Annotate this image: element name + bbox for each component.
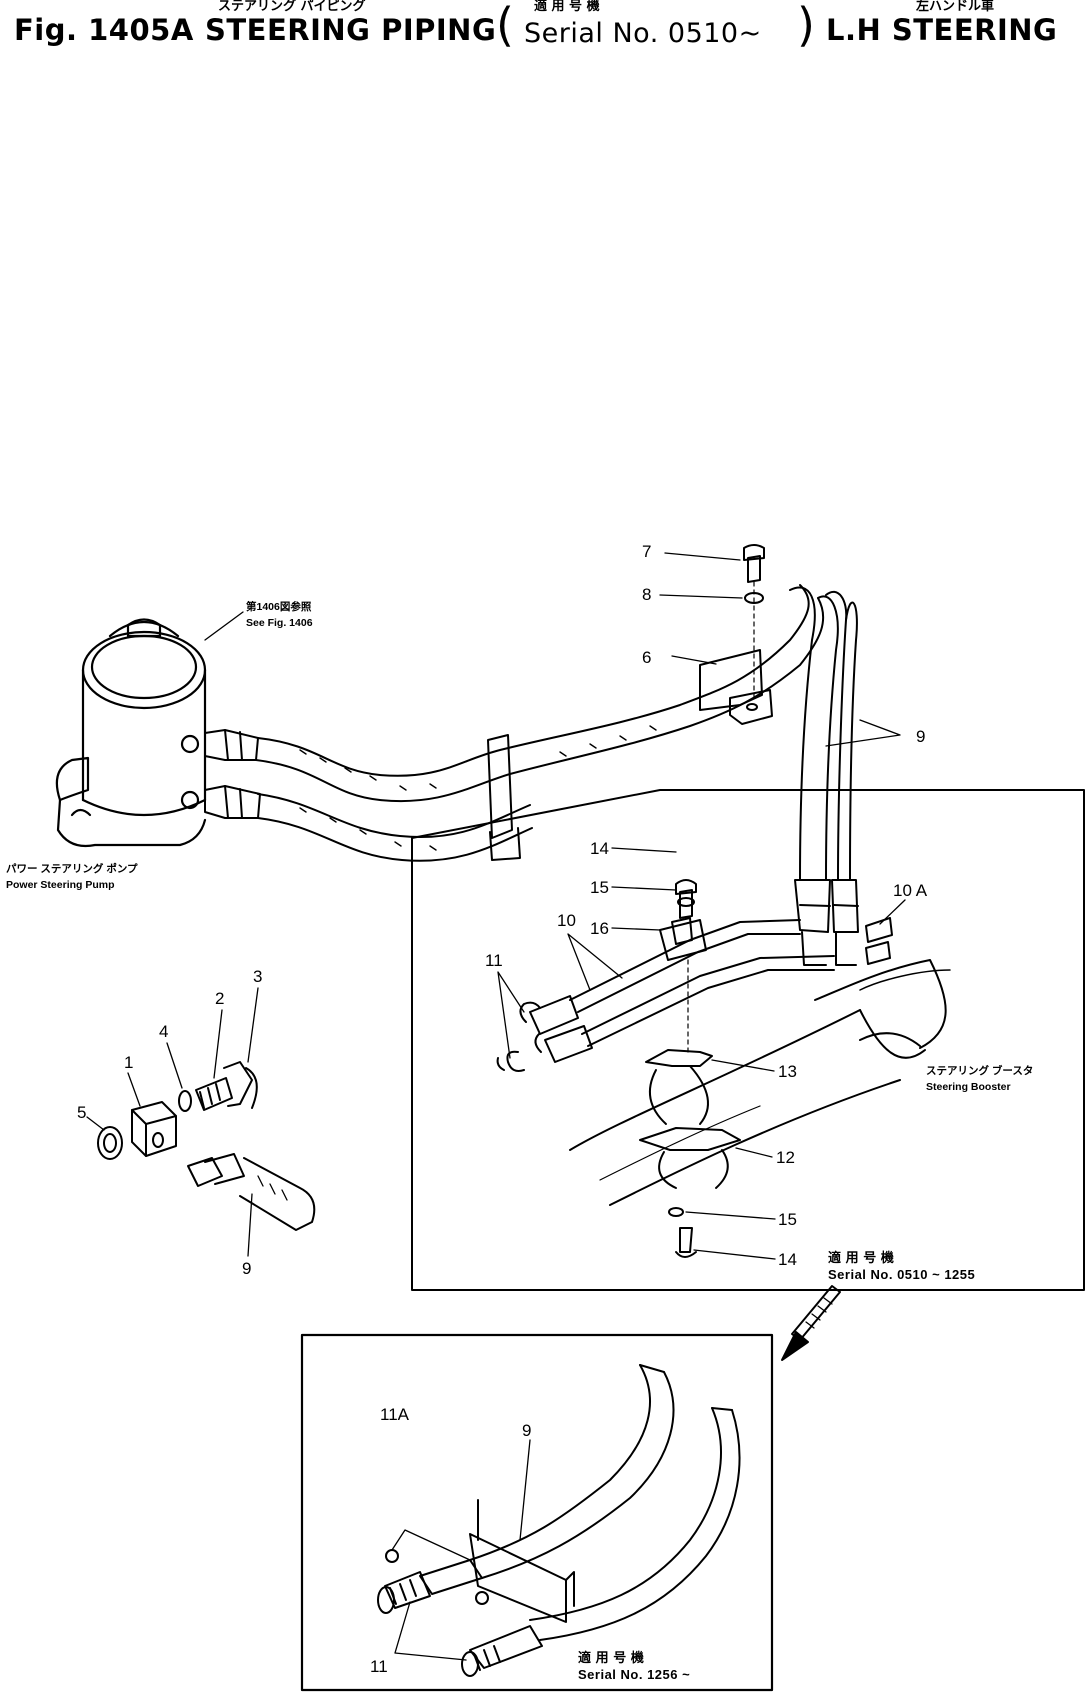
- steel-tubes-part-10: [496, 917, 835, 1072]
- booster-label: Steering Booster: [926, 1081, 1011, 1093]
- label-part-1: 1: [124, 1053, 133, 1072]
- label-part-14-upper: 14: [590, 839, 609, 858]
- inset-transition-arrow: [781, 1285, 841, 1361]
- right-parenthesis: ): [797, 0, 815, 52]
- steering-booster: [569, 959, 951, 1206]
- figure-header: Fig. 1405A ステアリング パイピング STEERING PIPING …: [0, 0, 1090, 70]
- variant-title: L.H STEERING: [826, 13, 1058, 47]
- vertical-hose-pair: [789, 586, 859, 966]
- label-part-9-main: 9: [916, 727, 925, 746]
- label-part-11-upper: 11: [485, 951, 503, 970]
- variant-kana: 左ハンドル車: [916, 0, 995, 14]
- figure-number: Fig. 1405A: [14, 13, 194, 47]
- lower-inset-frame: [300, 1333, 774, 1692]
- part-labels: 7 8 6 9 14 15 10 16 11 10 A 13 12 15 14 …: [77, 542, 928, 1676]
- label-part-8: 8: [642, 585, 651, 604]
- label-part-9-exploded: 9: [242, 1259, 251, 1278]
- label-part-10: 10: [557, 911, 576, 930]
- title-kana: ステアリング パイピング: [218, 0, 366, 14]
- washer-part-8: [744, 592, 764, 604]
- label-part-4: 4: [159, 1022, 168, 1041]
- serial-kana: 適 用 号 機: [534, 0, 600, 14]
- bolt-part-7: [743, 544, 765, 701]
- left-parenthesis: (: [496, 0, 514, 52]
- pump-label-jp: パワー ステアリング ポンプ: [6, 862, 138, 875]
- leader-lines: [86, 552, 906, 1661]
- exploded-fitting-set: [97, 1061, 316, 1231]
- nut-part-10a: [865, 917, 893, 965]
- clamp-part-13: [645, 1049, 713, 1125]
- label-part-14-lower: 14: [778, 1250, 797, 1269]
- label-part-10a: 10 A: [893, 881, 928, 900]
- lower-hose-assembly: [377, 1364, 741, 1677]
- label-part-15-lower: 15: [778, 1210, 797, 1229]
- booster-label-jp: ステアリング ブースタ: [926, 1064, 1033, 1077]
- see-fig-jp: 第1406図参照: [246, 600, 312, 613]
- label-part-5: 5: [77, 1103, 86, 1122]
- label-part-3: 3: [253, 967, 262, 986]
- lower-inset-serial-jp: 適 用 号 機: [578, 1650, 644, 1665]
- lower-inset-serial: Serial No. 1256 ~: [578, 1667, 690, 1682]
- bolt-part-14-lower: [675, 1227, 697, 1258]
- label-part-7: 7: [642, 542, 651, 561]
- upper-inset-serial-jp: 適 用 号 機: [828, 1250, 894, 1265]
- bolt-part-14-upper: [675, 879, 697, 919]
- clamp-part-12: [639, 1127, 741, 1189]
- upper-inset-serial: Serial No. 0510 ~ 1255: [828, 1267, 975, 1282]
- label-part-6: 6: [642, 648, 651, 667]
- power-steering-pump: [55, 618, 207, 848]
- label-part-11a: 11A: [380, 1405, 410, 1424]
- hose-clamp-middle: [487, 734, 521, 861]
- see-fig-note: See Fig. 1406: [246, 617, 313, 629]
- serial-range: Serial No. 0510~: [524, 18, 762, 49]
- figure-title: STEERING PIPING: [205, 13, 497, 47]
- upper-inset-frame: [411, 789, 1085, 1291]
- label-part-15-upper: 15: [590, 878, 609, 897]
- label-part-2: 2: [215, 989, 224, 1008]
- callout-texts: 第1406図参照 See Fig. 1406 パワー ステアリング ポンプ Po…: [6, 600, 1033, 1682]
- washer-part-15-upper: [677, 897, 695, 907]
- label-part-9-lower: 9: [522, 1421, 531, 1440]
- label-part-11-lower: 11: [370, 1657, 388, 1676]
- washer-part-15-lower: [668, 1207, 684, 1217]
- label-part-12: 12: [776, 1148, 795, 1167]
- label-part-16: 16: [590, 919, 609, 938]
- pump-label: Power Steering Pump: [6, 879, 115, 891]
- clamp-part-6: [699, 649, 773, 725]
- main-hose-pair: [204, 584, 825, 862]
- label-part-13: 13: [778, 1062, 797, 1081]
